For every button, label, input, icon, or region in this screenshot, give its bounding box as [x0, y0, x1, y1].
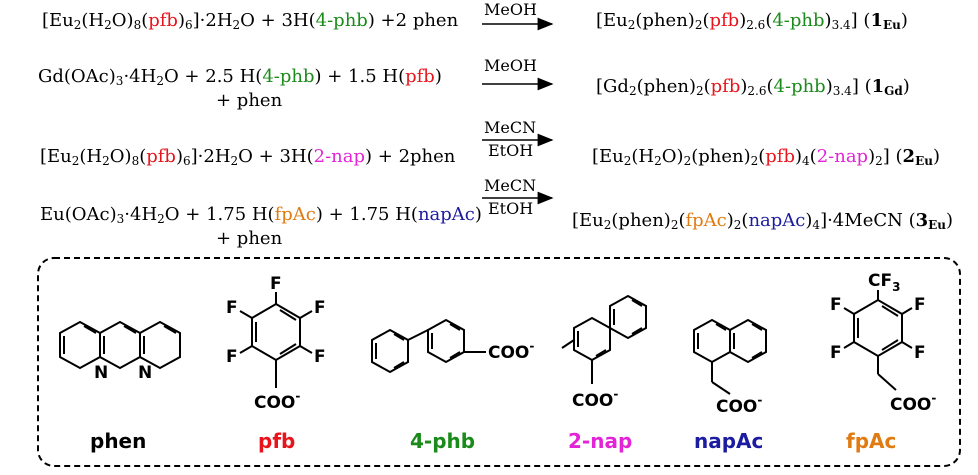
fpAc-f-lower-left: F: [830, 343, 842, 363]
reaction-2-solvent: MeOH: [484, 56, 537, 75]
napAc-structure: [693, 318, 767, 395]
reaction-4-reactants-line2: + phen: [216, 228, 283, 249]
napAc-carboxylate: COO-: [716, 393, 762, 417]
phen-structure: [59, 320, 181, 370]
ligand-ref-fpAc: fpAc: [274, 204, 316, 225]
reaction-4-reactants: Eu(OAc)3·4H2O + 1.75 H(fpAc) + 1.75 H(na…: [40, 204, 482, 226]
pfb-structure: [239, 292, 313, 388]
ligand-ref-napAc: napAc: [417, 204, 475, 225]
ligand-label-pfb: pfb: [258, 429, 295, 453]
4-phb-carboxylate: COO-: [488, 339, 534, 363]
reaction-3-solvent-top: MeCN: [484, 118, 537, 137]
pfb-f-top: F: [270, 274, 282, 294]
reaction-4-solvent-bottom: EtOH: [488, 199, 534, 218]
pfb-f-upper-right: F: [314, 298, 326, 318]
ligand-label-fpAc: fpAc: [846, 429, 896, 453]
ligand-ref-4-phb: 4-phb: [315, 10, 368, 31]
ligand-label-napAc: napAc: [694, 429, 763, 453]
reaction-2-reactants-line2: + phen: [216, 90, 283, 111]
ligand-label-phen: phen: [90, 429, 146, 453]
reaction-1-product: [Eu2(phen)2(pfb)2.6(4-phb)3.4] (1Eu): [596, 10, 908, 32]
fpAc-f-lower-right: F: [914, 343, 926, 363]
pfb-f-lower-left: F: [226, 347, 238, 367]
fpAc-cf3: CF3: [868, 271, 900, 294]
fpAc-f-upper-right: F: [914, 295, 926, 315]
reaction-3-product: [Eu2(H2O)2(phen)2(pfb)4(2-nap)2] (2Eu): [592, 146, 940, 168]
reaction-1-reactants: [Eu2(H2O)8(pfb)6]·2H2O + 3H(4-phb) +2 ph…: [42, 10, 459, 32]
reaction-2-reactants: Gd(OAc)3·4H2O + 2.5 H(4-phb) + 1.5 H(pfb…: [38, 66, 442, 88]
fpAc-f-upper-left: F: [830, 295, 842, 315]
pfb-carboxylate: COO-: [254, 389, 300, 413]
ligand-label-4-phb: 4-phb: [410, 429, 475, 453]
fpAc-carboxylate: COO-: [890, 391, 936, 415]
2-nap-structure: [561, 294, 647, 384]
fpAc-structure: [843, 290, 913, 391]
ligand-ref-2-nap: 2-nap: [313, 146, 366, 167]
pfb-f-lower-right: F: [314, 347, 326, 367]
reaction-4-product: [Eu2(phen)2(fpAc)2(napAc)4]·4MeCN (3Eu): [572, 210, 954, 232]
reaction-4-solvent-top: MeCN: [484, 176, 537, 195]
2-nap-carboxylate: COO-: [572, 387, 618, 411]
ligand-ref-pfb: pfb: [148, 10, 178, 31]
ligand-label-2-nap: 2-nap: [568, 429, 632, 453]
reaction-1-solvent: MeOH: [484, 0, 537, 19]
phen-n2-label: N: [138, 363, 152, 383]
phen-n1-label: N: [94, 363, 108, 383]
pfb-f-upper-left: F: [226, 298, 238, 318]
reaction-2-product: [Gd2(phen)2(pfb)2.6(4-phb)3.4] (1Gd): [596, 76, 910, 98]
reaction-3-reactants: [Eu2(H2O)8(pfb)6]·2H2O + 3H(2-nap) + 2ph…: [40, 146, 456, 168]
4-phb-structure: [371, 318, 486, 374]
ligand-key-box: [37, 257, 961, 467]
reaction-3-solvent-bottom: EtOH: [488, 141, 534, 160]
